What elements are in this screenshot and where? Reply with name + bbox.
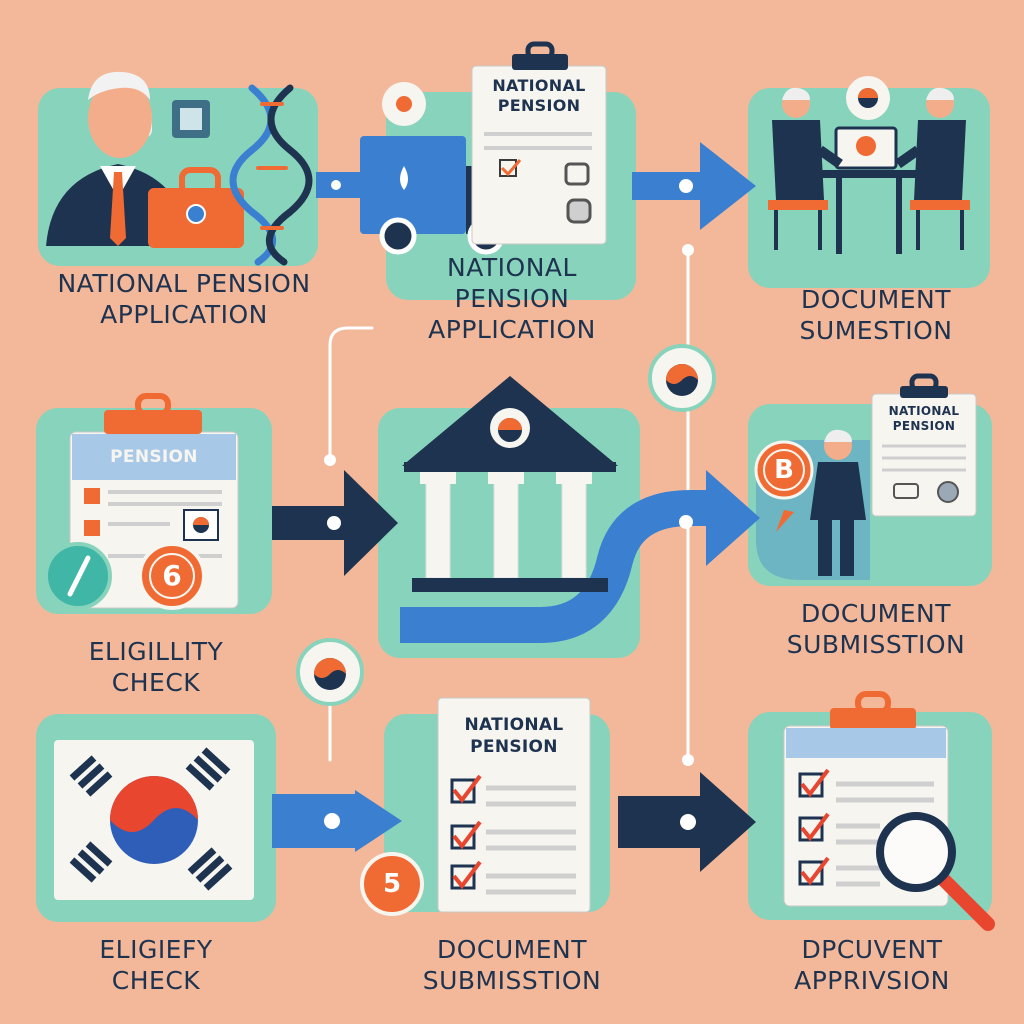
badge-five <box>360 852 424 916</box>
step-label-line: ELIGIEFY <box>99 935 213 964</box>
step-label-5: DOCUMENT SUBMISSTION <box>748 598 1004 660</box>
step-label-line: APPLICATION <box>428 315 596 344</box>
step-label-line: SUBMISSTION <box>786 630 966 659</box>
checkbox-checked-icon <box>450 774 482 804</box>
checkbox-checked-icon <box>450 860 482 890</box>
step-label-8: DPCUVENT APPRIVSION <box>736 934 1008 996</box>
step-label-line: DOCUMENT <box>800 285 952 314</box>
bank-building-icon <box>402 376 618 592</box>
step-label-line: DPCUVENT <box>801 935 943 964</box>
doc-title-line: NATIONAL <box>464 715 564 735</box>
arrow-row2-left <box>272 470 398 576</box>
connector-node <box>682 244 694 256</box>
doc-title-line: NATIONAL <box>492 76 586 95</box>
step-label-2: NATIONAL PENSION APPLICATION <box>372 252 652 345</box>
arrow-row1-right <box>632 142 756 230</box>
badge-six-number: 6 <box>162 559 182 592</box>
document-national-pension-top <box>471 41 607 245</box>
checkbox-checked-icon <box>450 820 482 850</box>
step-label-4: ELIGILLITY CHECK <box>36 636 276 698</box>
step-label-line: NATIONAL PENSION <box>57 269 311 298</box>
badge-b <box>754 440 814 532</box>
meeting-illustration <box>768 87 970 254</box>
connector-node <box>682 754 694 766</box>
step-label-line: CHECK <box>111 668 201 697</box>
arrow-row3-left <box>272 790 402 852</box>
doc-title-line: NATIONAL <box>888 404 960 418</box>
step-label-line: NATIONAL <box>447 253 577 282</box>
step-label-line: PENSION <box>454 284 570 313</box>
step-label-line: DOCUMENT <box>800 599 952 628</box>
step-label-3: DOCUMENT SUMESTION <box>748 284 1004 346</box>
korea-emblem-icon <box>648 344 716 412</box>
checkbox-checked-icon <box>798 856 830 886</box>
step-label-line: DOCUMENT <box>436 935 588 964</box>
dna-helix-icon <box>229 84 313 266</box>
doc-title-line: PENSION <box>497 96 581 115</box>
badge-b-number: B <box>774 455 794 485</box>
step-label-line: APPLICATION <box>100 300 268 329</box>
step-label-line: ELIGILLITY <box>88 637 224 666</box>
checkbox-checked-icon <box>798 768 830 798</box>
step-label-7: DOCUMENT SUBMISSTION <box>376 934 648 996</box>
korea-emblem-icon <box>846 76 890 120</box>
step-label-line: APPRIVSION <box>794 966 950 995</box>
korean-flag-icon <box>54 740 254 900</box>
connector-node <box>324 454 336 466</box>
magnifier-icon <box>876 812 995 931</box>
step-label-line: SUBMISSTION <box>422 966 602 995</box>
briefcase-icon <box>148 167 244 248</box>
badge-six <box>138 542 206 610</box>
arrow-row2-curve <box>400 470 760 643</box>
doc-title-national-pension-checklist: NATIONAL PENSION <box>440 714 588 758</box>
pen-badge-icon <box>44 542 112 610</box>
checklist-national-pension <box>437 697 591 913</box>
arrow-row3-right <box>618 772 756 872</box>
doc-title-national-pension-right: NATIONAL PENSION <box>874 404 974 434</box>
connector-line-left-elbow <box>328 326 374 462</box>
step-label-line: SUMESTION <box>799 316 953 345</box>
step-label-line: CHECK <box>111 966 201 995</box>
doc-title-pension-clipboard: PENSION <box>72 446 236 468</box>
doc-title-line: PENSION <box>110 447 198 467</box>
doc-title-line: PENSION <box>470 737 558 757</box>
badge-five-number: 5 <box>382 869 402 899</box>
doc-title-national-pension-top: NATIONAL PENSION <box>474 76 604 116</box>
step-label-6: ELIGIEFY CHECK <box>36 934 276 996</box>
korea-emblem-icon <box>296 638 364 706</box>
checkbox-checked-icon <box>798 812 830 842</box>
korea-emblem-icon <box>382 82 426 126</box>
step-label-1: NATIONAL PENSION APPLICATION <box>24 268 344 330</box>
doc-title-line: PENSION <box>892 419 956 433</box>
photo-frame-icon <box>172 100 210 138</box>
